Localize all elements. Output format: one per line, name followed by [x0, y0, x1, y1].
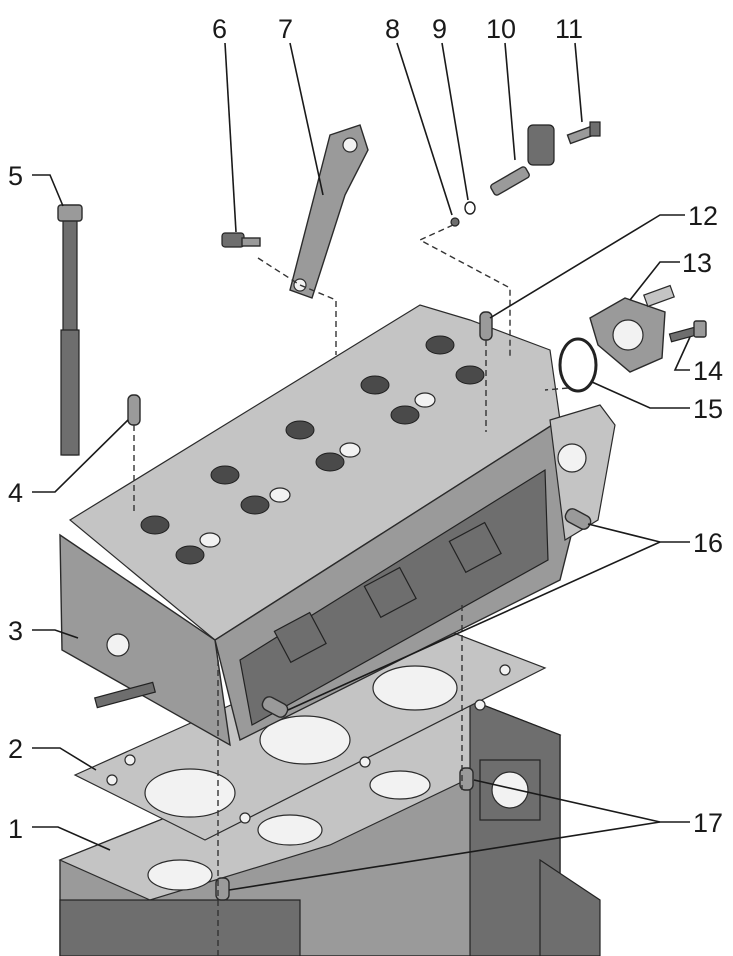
callout-7: 7 — [278, 14, 293, 44]
callout-11: 11 — [555, 14, 583, 44]
callout-13: 13 — [682, 248, 712, 278]
pump-flange — [589, 284, 675, 373]
dowel-pin-4 — [127, 394, 141, 426]
engine-block — [58, 699, 601, 956]
flange-bolt — [668, 320, 707, 343]
callout-labels: 1 2 3 4 5 6 7 8 9 10 11 12 13 14 15 16 1… — [8, 14, 723, 844]
callout-5: 5 — [8, 161, 23, 191]
alignment-lines — [133, 224, 569, 956]
dowel-pin-17-lower — [215, 877, 230, 901]
leader-lines — [32, 42, 691, 891]
dowel-sleeve-16-lower — [261, 696, 289, 718]
callout-14: 14 — [693, 356, 723, 386]
head-gasket — [73, 619, 547, 841]
callout-10: 10 — [486, 14, 516, 44]
sensor-bolt — [566, 121, 601, 145]
callout-4: 4 — [8, 478, 23, 508]
rocker-arm-row — [140, 335, 485, 565]
callout-16: 16 — [693, 528, 723, 558]
bracket-bolt — [221, 232, 261, 248]
dowel-pin-12 — [479, 311, 493, 341]
callout-3: 3 — [8, 616, 23, 646]
callout-12: 12 — [688, 201, 718, 231]
callout-1: 1 — [8, 814, 23, 844]
cylinder-head — [59, 304, 616, 747]
lifting-bracket — [289, 124, 369, 299]
callout-8: 8 — [385, 14, 400, 44]
callout-15: 15 — [693, 394, 723, 424]
seal-ring — [558, 337, 598, 393]
head-bolt — [57, 204, 83, 456]
o-rings-8-9 — [450, 201, 476, 227]
dowel-pin-17-upper — [459, 767, 474, 791]
callout-2: 2 — [8, 734, 23, 764]
callout-17: 17 — [693, 808, 723, 838]
sensor — [490, 124, 555, 196]
callout-9: 9 — [432, 14, 447, 44]
callout-6: 6 — [212, 14, 227, 44]
